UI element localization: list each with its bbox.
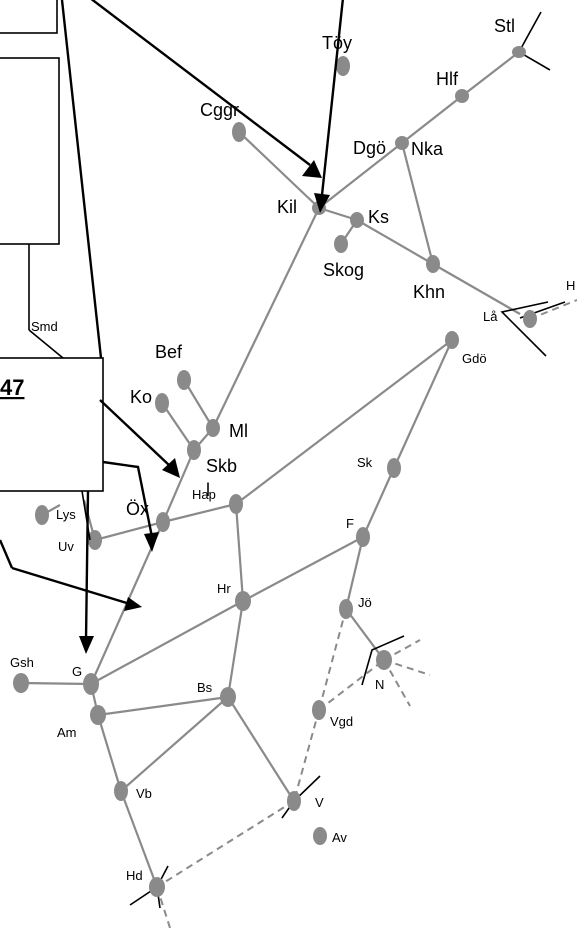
label-jo: Jö bbox=[358, 595, 372, 610]
label-vb: Vb bbox=[136, 786, 152, 801]
station-node bbox=[339, 599, 353, 619]
label-ox: Öx bbox=[126, 499, 149, 519]
station-labels: Stl Töy Hlf Cggr Dgö Nka Kil Ks Skog Khn… bbox=[10, 16, 575, 883]
box-label: 47 bbox=[0, 375, 24, 400]
label-hr: Hr bbox=[217, 581, 231, 596]
label-f: F bbox=[346, 516, 354, 531]
station-node bbox=[512, 46, 526, 58]
station-node bbox=[229, 494, 243, 514]
station-node bbox=[235, 591, 251, 611]
label-n: N bbox=[375, 677, 384, 692]
label-lys: Lys bbox=[56, 507, 76, 522]
station-node bbox=[177, 370, 191, 390]
label-ml: Ml bbox=[229, 421, 248, 441]
station-node bbox=[220, 687, 236, 707]
label-khn: Khn bbox=[413, 282, 445, 302]
station-node bbox=[313, 827, 327, 845]
station-node bbox=[35, 505, 49, 525]
label-uv: Uv bbox=[58, 539, 74, 554]
label-kil: Kil bbox=[277, 197, 297, 217]
label-gsh: Gsh bbox=[10, 655, 34, 670]
label-bef: Bef bbox=[155, 342, 183, 362]
label-bs: Bs bbox=[197, 680, 213, 695]
box-connector-line bbox=[28, 329, 64, 359]
label-vgd: Vgd bbox=[330, 714, 353, 729]
station-node bbox=[312, 700, 326, 720]
label-cggr: Cggr bbox=[200, 100, 239, 120]
label-toy: Töy bbox=[322, 33, 352, 53]
station-nodes bbox=[13, 46, 537, 897]
station-node bbox=[426, 255, 440, 273]
label-nka: Nka bbox=[411, 139, 444, 159]
label-skog: Skog bbox=[323, 260, 364, 280]
top-left-box bbox=[0, 0, 58, 34]
station-node bbox=[88, 530, 102, 550]
station-node bbox=[350, 212, 364, 228]
station-node bbox=[445, 331, 459, 349]
station-node bbox=[232, 122, 246, 142]
label-v: V bbox=[315, 795, 324, 810]
label-am: Am bbox=[57, 725, 77, 740]
station-node bbox=[336, 56, 350, 76]
station-node bbox=[287, 791, 301, 811]
station-node bbox=[114, 781, 128, 801]
label-smd: Smd bbox=[31, 319, 58, 334]
station-node bbox=[376, 650, 392, 670]
label-av: Av bbox=[332, 830, 347, 845]
label-ks: Ks bbox=[368, 207, 389, 227]
station-node bbox=[90, 705, 106, 725]
label-hlf: Hlf bbox=[436, 69, 459, 89]
station-node bbox=[455, 89, 469, 103]
station-node bbox=[156, 512, 170, 532]
station-node bbox=[395, 136, 409, 150]
upper-left-box bbox=[0, 57, 60, 245]
station-node bbox=[149, 877, 165, 897]
label-box-47 bbox=[0, 357, 104, 492]
station-node bbox=[334, 235, 348, 253]
label-skb: Skb bbox=[206, 456, 237, 476]
label-hap: Hap bbox=[192, 487, 216, 502]
station-node bbox=[387, 458, 401, 478]
station-node bbox=[356, 527, 370, 547]
station-node bbox=[13, 673, 29, 693]
arrow-lines bbox=[0, 0, 344, 641]
arrow-heads bbox=[79, 160, 330, 654]
label-h: H bbox=[566, 278, 575, 293]
station-node bbox=[83, 673, 99, 695]
label-ko: Ko bbox=[130, 387, 152, 407]
label-dgo: Dgö bbox=[353, 138, 386, 158]
station-node bbox=[155, 393, 169, 413]
station-node bbox=[187, 440, 201, 460]
label-hd: Hd bbox=[126, 868, 143, 883]
label-stl: Stl bbox=[494, 16, 515, 36]
label-gdo: Gdö bbox=[462, 351, 487, 366]
station-node bbox=[206, 419, 220, 437]
station-node bbox=[523, 310, 537, 328]
border-symbols bbox=[129, 11, 566, 909]
label-sk: Sk bbox=[357, 455, 373, 470]
label-g: G bbox=[72, 664, 82, 679]
label-skb-sub: l bbox=[206, 480, 210, 500]
label-la: Lå bbox=[483, 309, 498, 324]
